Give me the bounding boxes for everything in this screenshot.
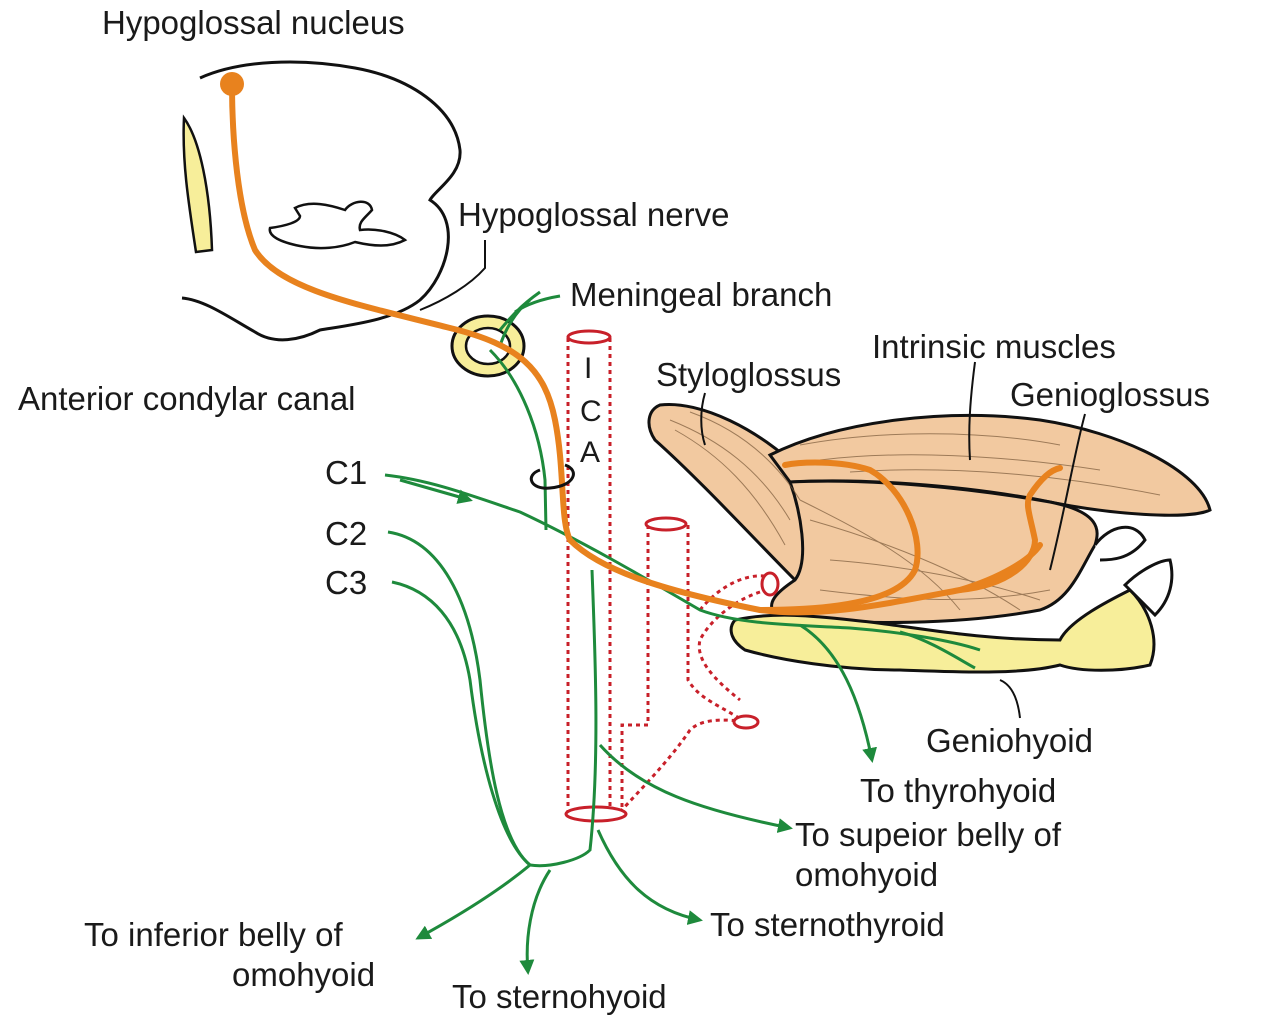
styloglossus-muscle	[649, 404, 816, 580]
ica-bottom-ring	[566, 807, 626, 821]
label-to-inferior-belly-line1: To inferior belly of	[84, 916, 343, 954]
label-c2: C2	[325, 515, 367, 553]
medulla-olive-outline	[270, 202, 405, 248]
label-c3: C3	[325, 564, 367, 602]
label-ica-a: A	[580, 436, 600, 470]
genioglossus-muscle	[772, 481, 1098, 622]
eca-branch-ring-1	[734, 716, 758, 728]
label-geniohyoid: Geniohyoid	[926, 722, 1093, 760]
label-genioglossus: Genioglossus	[1010, 376, 1210, 414]
lip-notch	[1095, 527, 1145, 560]
eca-ring	[646, 518, 686, 530]
label-intrinsic-muscles: Intrinsic muscles	[872, 328, 1116, 366]
hypoglossal-nucleus-dot	[220, 72, 244, 96]
label-to-sternohyoid: To sternohyoid	[452, 978, 667, 1016]
label-to-sternothyroid: To sternothyroid	[710, 906, 945, 944]
label-to-thyrohyoid: To thyrohyoid	[860, 772, 1056, 810]
label-ica-i: I	[584, 352, 592, 386]
label-to-superior-belly-line1: To supeior belly of	[795, 816, 1061, 854]
label-ica-c: C	[580, 395, 602, 429]
label-styloglossus: Styloglossus	[656, 356, 841, 394]
label-hypoglossal-nucleus: Hypoglossal nucleus	[102, 4, 405, 42]
label-hypoglossal-nerve: Hypoglossal nerve	[458, 196, 729, 234]
label-meningeal-branch: Meningeal branch	[570, 276, 832, 314]
label-to-inferior-belly-line2: omohyoid	[232, 956, 375, 994]
eca-branch-ring-2	[762, 573, 778, 595]
label-c1: C1	[325, 454, 367, 492]
occipital-bone-sliver	[184, 118, 212, 252]
label-anterior-condylar-canal: Anterior condylar canal	[18, 380, 356, 418]
medulla-outline	[182, 62, 460, 340]
label-to-superior-belly-line2: omohyoid	[795, 856, 938, 894]
ica-top-ring	[568, 331, 610, 343]
